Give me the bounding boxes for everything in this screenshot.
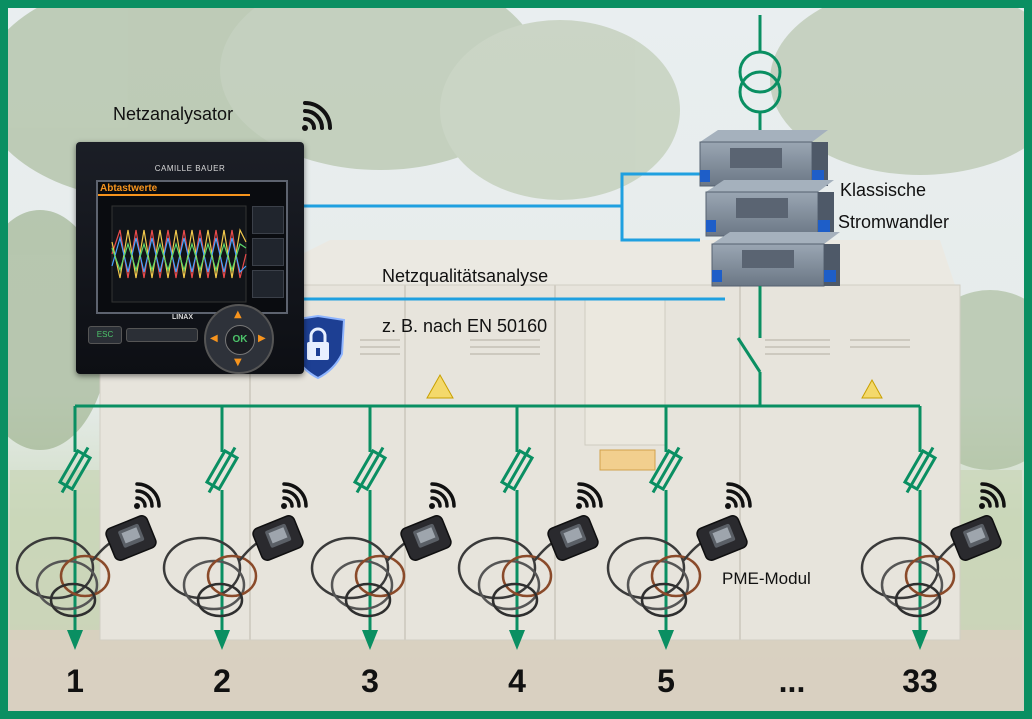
wifi-icon — [302, 101, 332, 131]
navigation-pad[interactable]: ▲ ▼ ◀ ▶ OK — [204, 304, 274, 374]
linax-label: LINAX — [172, 314, 193, 321]
screen-title: Abtastwerte — [100, 183, 158, 194]
arrow-right-icon[interactable]: ▶ — [258, 333, 266, 344]
ok-button[interactable]: OK — [225, 325, 255, 355]
fuse-icon — [648, 446, 684, 494]
device-brand: CAMILLE BAUER — [154, 164, 226, 173]
feeder-number: 1 — [66, 663, 84, 699]
feeder — [606, 446, 752, 650]
current-transformer-3 — [711, 232, 840, 287]
screen-nav-tile — [252, 270, 284, 298]
transformers-label-line1: Klassische — [840, 180, 927, 200]
transformer-icon — [738, 15, 782, 140]
arrow-down-icon — [214, 630, 230, 650]
device-screen: Abtastwerte — [96, 180, 288, 314]
rogowski-coil — [860, 536, 962, 618]
arrow-down-icon — [658, 630, 674, 650]
arrow-down-icon — [67, 630, 83, 650]
rogowski-coil — [310, 536, 412, 618]
arrow-down-icon[interactable]: ▼ — [234, 357, 242, 368]
pme-module-label: PME-Modul — [722, 569, 811, 588]
current-transformers — [699, 130, 840, 287]
analyzer-label: Netzanalysator — [113, 104, 234, 124]
lock-shield-icon — [290, 314, 346, 380]
pme-module — [400, 515, 452, 561]
pme-module — [252, 515, 304, 561]
fuse-icon — [57, 446, 93, 494]
feeder-number: 2 — [213, 663, 231, 699]
feeder — [15, 446, 161, 650]
pme-module — [547, 515, 599, 561]
rogowski-coil — [15, 536, 117, 618]
feeder-group — [15, 446, 1006, 650]
wifi-icon — [725, 482, 752, 509]
feeder-ellipsis: ... — [778, 663, 806, 699]
network-analyzer-device: CAMILLE BAUER Abtastwerte LINAX ESC ▲ ▼ … — [76, 142, 304, 374]
wifi-icon — [429, 482, 456, 509]
wifi-icon — [576, 482, 603, 509]
feeder — [860, 446, 1006, 650]
wifi-icon — [281, 482, 308, 509]
feeder — [162, 446, 308, 650]
wifi-icon — [134, 482, 161, 509]
standard-label: z. B. nach EN 50160 — [382, 316, 548, 336]
waveform-display — [98, 194, 250, 303]
current-transformer-1 — [699, 130, 828, 187]
feeder — [457, 446, 603, 650]
function-key-bar[interactable] — [126, 328, 198, 342]
arrow-down-icon — [912, 630, 928, 650]
arrow-left-icon[interactable]: ◀ — [210, 333, 218, 344]
rogowski-coil — [606, 536, 708, 618]
fuse-icon — [352, 446, 388, 494]
arrow-down-icon — [362, 630, 378, 650]
busbar-network — [73, 286, 922, 452]
feeder-number: 5 — [657, 663, 675, 699]
arrow-up-icon[interactable]: ▲ — [234, 309, 242, 320]
pme-module — [950, 515, 1002, 561]
feeder-number: 33 — [902, 663, 938, 699]
wifi-icon — [979, 482, 1006, 509]
pme-module — [105, 515, 157, 561]
arrow-down-icon — [509, 630, 525, 650]
fuse-icon — [204, 446, 240, 494]
screen-nav-tile — [252, 238, 284, 266]
fuse-icon — [499, 446, 535, 494]
analysis-label: Netzqualitätsanalyse — [382, 266, 549, 286]
pme-module — [696, 515, 748, 561]
feeder-number: 3 — [361, 663, 379, 699]
current-transformer-2 — [705, 180, 834, 237]
switch-icon — [736, 337, 762, 373]
feeder — [310, 446, 456, 650]
screen-nav-tile — [252, 206, 284, 234]
rogowski-coil — [457, 536, 559, 618]
feeder-number: 4 — [508, 663, 526, 699]
measurement-lines — [304, 172, 725, 301]
fuse-icon — [902, 446, 938, 494]
transformers-label-line2: Stromwandler — [838, 212, 950, 232]
esc-button[interactable]: ESC — [88, 326, 122, 344]
